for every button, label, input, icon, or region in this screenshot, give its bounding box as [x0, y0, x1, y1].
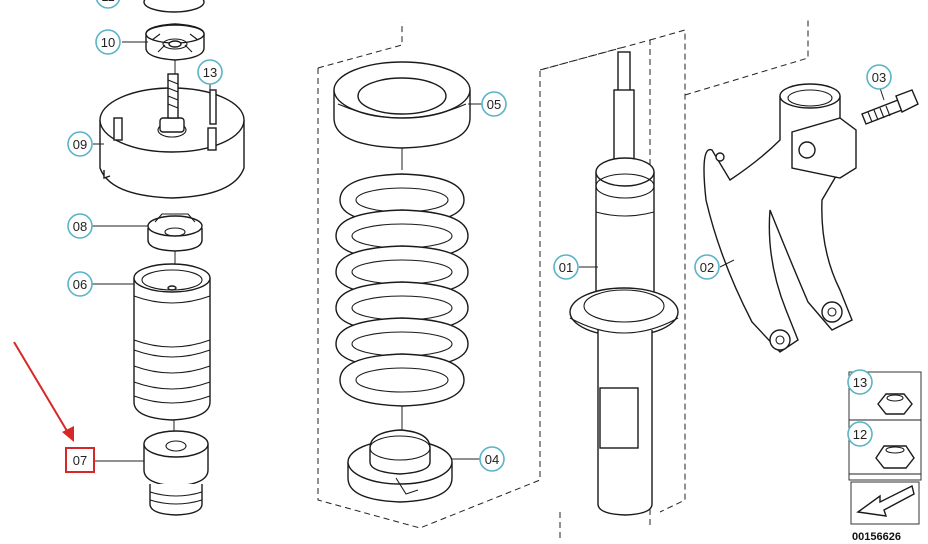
svg-text:13: 13 [853, 375, 867, 390]
svg-text:02: 02 [700, 260, 714, 275]
callout-leaders [92, 41, 735, 462]
callout-05[interactable]: 05 [481, 91, 507, 117]
part-04-lower-pad [347, 429, 453, 503]
small-parts-box: 00156626 [848, 371, 922, 543]
svg-text:09: 09 [73, 137, 87, 152]
callout-03[interactable]: 03 [866, 64, 892, 90]
svg-text:03: 03 [872, 70, 886, 85]
svg-text:13: 13 [203, 65, 217, 80]
coil-spring [335, 173, 469, 432]
callout-13-mount[interactable]: 13 [197, 59, 223, 85]
svg-text:12: 12 [853, 427, 867, 442]
callout-07-highlighted[interactable]: 07 [65, 447, 95, 473]
part-08-washer [147, 213, 203, 284]
svg-text:04: 04 [485, 452, 499, 467]
part-06-dust-boot [133, 263, 211, 440]
callout-09[interactable]: 09 [67, 131, 93, 157]
svg-text:05: 05 [487, 97, 501, 112]
svg-text:07: 07 [73, 453, 87, 468]
part-07-bump-stop [143, 430, 209, 516]
callout-13-box[interactable]: 13 [847, 369, 873, 395]
part-02-knuckle [703, 83, 857, 353]
svg-text:06: 06 [73, 277, 87, 292]
part-11-top [143, 0, 205, 13]
part-10-washer [145, 23, 205, 90]
callout-12[interactable]: 12 [847, 421, 873, 447]
part-05-spring-seat [333, 61, 471, 170]
callout-10[interactable]: 10 [95, 29, 121, 55]
assembly-frames [317, 20, 809, 542]
callout-01[interactable]: 01 [553, 254, 579, 280]
svg-text:08: 08 [73, 219, 87, 234]
highlight-arrow [13, 341, 74, 442]
svg-text:01: 01 [559, 260, 573, 275]
part-01-shock-absorber [569, 51, 679, 516]
callout-06[interactable]: 06 [67, 271, 93, 297]
part-03-bolt [861, 87, 919, 125]
svg-text:10: 10 [101, 35, 115, 50]
callout-04[interactable]: 04 [479, 446, 505, 472]
svg-text:11: 11 [101, 0, 115, 4]
callout-11[interactable]: 11 [95, 0, 121, 9]
callout-08[interactable]: 08 [67, 213, 93, 239]
diagram-ref-label: 00156626 [852, 531, 901, 543]
part-09-upper-mount [99, 73, 245, 199]
callout-02[interactable]: 02 [694, 254, 720, 280]
